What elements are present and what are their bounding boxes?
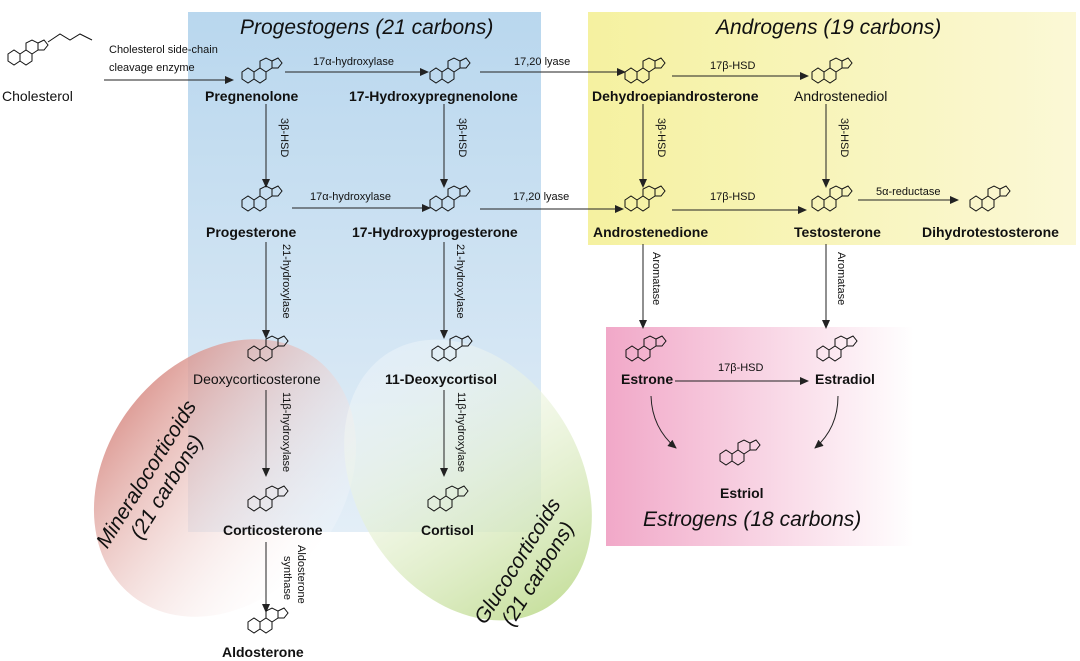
enzyme-aldosterone-synthase-line2: synthase — [281, 556, 293, 601]
17-hydroxyprogesterone-structure — [429, 185, 471, 212]
enzyme-17b-hsd-3: 17β-HSD — [718, 362, 764, 374]
androgen-region — [588, 12, 1076, 245]
dihydrotestosterone-structure — [969, 185, 1011, 212]
enzyme-5a-reductase: 5α-reductase — [876, 186, 941, 198]
node-progesterone: Progesterone — [206, 224, 297, 240]
node-17-hydroxypregnenolone: 17-Hydroxypregnenolone — [349, 88, 518, 104]
progesterone-structure — [241, 185, 283, 212]
estriol-structure — [719, 439, 761, 466]
androgens-title: Androgens (19 carbons) — [716, 16, 942, 39]
estrogens-title: Estrogens (18 carbons) — [643, 508, 862, 531]
node-dihydrotestosterone: Dihydrotestosterone — [922, 224, 1059, 240]
node-cortisol: Cortisol — [421, 522, 474, 538]
enzyme-21-hydroxylase-1: 21-hydroxylase — [280, 244, 292, 319]
node-androstenediol: Androstenediol — [794, 88, 888, 104]
node-cholesterol: Cholesterol — [2, 88, 73, 104]
enzyme-11b-hydroxylase-1: 11β-hydroxylase — [280, 392, 292, 473]
enzyme-17-20-lyase-1: 17,20 lyase — [514, 56, 571, 68]
androstenedione-structure — [624, 185, 666, 212]
enzyme-aromatase-1: Aromatase — [650, 252, 662, 306]
node-17-hydroxyprogesterone: 17-Hydroxyprogesterone — [352, 224, 518, 240]
estrogen-region — [606, 327, 914, 546]
enzyme-scc-line1: Cholesterol side-chain — [109, 44, 218, 56]
node-androstenedione: Androstenedione — [593, 224, 709, 240]
node-estradiol: Estradiol — [815, 371, 875, 387]
enzyme-scc-line2: cleavage enzyme — [109, 62, 195, 74]
pregnenolone-structure — [241, 57, 283, 84]
node-11-deoxycortisol: 11-Deoxycortisol — [385, 371, 498, 387]
glucocorticoid-region — [344, 339, 592, 621]
corticosterone-structure — [247, 485, 289, 512]
node-corticosterone: Corticosterone — [223, 522, 323, 538]
arrow-estradiol-estriol — [814, 395, 839, 449]
enzyme-3b-hsd-3: 3β-HSD — [655, 118, 667, 158]
progestogens-title: Progestogens (21 carbons) — [240, 16, 494, 39]
mineralocorticoid-region — [93, 339, 357, 617]
enzyme-17b-hsd-2: 17β-HSD — [710, 191, 756, 203]
17-hydroxypregnenolone-structure — [429, 57, 471, 84]
enzyme-17a-hydroxylase-1: 17α-hydroxylase — [313, 56, 394, 68]
cortisol-structure — [427, 485, 469, 512]
node-dhea: Dehydroepiandrosterone — [592, 88, 759, 104]
enzyme-aromatase-2: Aromatase — [835, 252, 847, 306]
node-testosterone: Testosterone — [794, 224, 881, 240]
enzyme-17-20-lyase-2: 17,20 lyase — [513, 191, 570, 203]
enzyme-21-hydroxylase-2: 21-hydroxylase — [454, 244, 466, 319]
enzyme-11b-hydroxylase-2: 11β-hydroxylase — [455, 392, 467, 473]
enzyme-aldosterone-synthase-line1: Aldosterone — [295, 545, 307, 604]
testosterone-structure — [811, 185, 853, 212]
deoxycorticosterone-structure — [247, 335, 289, 362]
arrow-estrone-estriol — [650, 395, 677, 449]
enzyme-3b-hsd-1: 3β-HSD — [278, 118, 290, 158]
node-deoxycorticosterone: Deoxycorticosterone — [193, 371, 321, 387]
enzyme-3b-hsd-2: 3β-HSD — [456, 118, 468, 158]
11-deoxycortisol-structure — [431, 335, 473, 362]
enzyme-3b-hsd-4: 3β-HSD — [838, 118, 850, 158]
aldosterone-structure — [247, 607, 289, 634]
node-estriol: Estriol — [720, 485, 764, 501]
enzyme-17a-hydroxylase-2: 17α-hydroxylase — [310, 191, 391, 203]
dhea-structure — [624, 57, 666, 84]
estradiol-structure — [816, 335, 858, 362]
node-pregnenolone: Pregnenolone — [205, 88, 299, 104]
node-estrone: Estrone — [621, 371, 674, 387]
enzyme-17b-hsd-1: 17β-HSD — [710, 60, 756, 72]
estrone-structure — [625, 335, 667, 362]
cholesterol-structure — [7, 33, 93, 66]
androstenediol-structure — [811, 57, 853, 84]
node-aldosterone: Aldosterone — [222, 644, 304, 660]
